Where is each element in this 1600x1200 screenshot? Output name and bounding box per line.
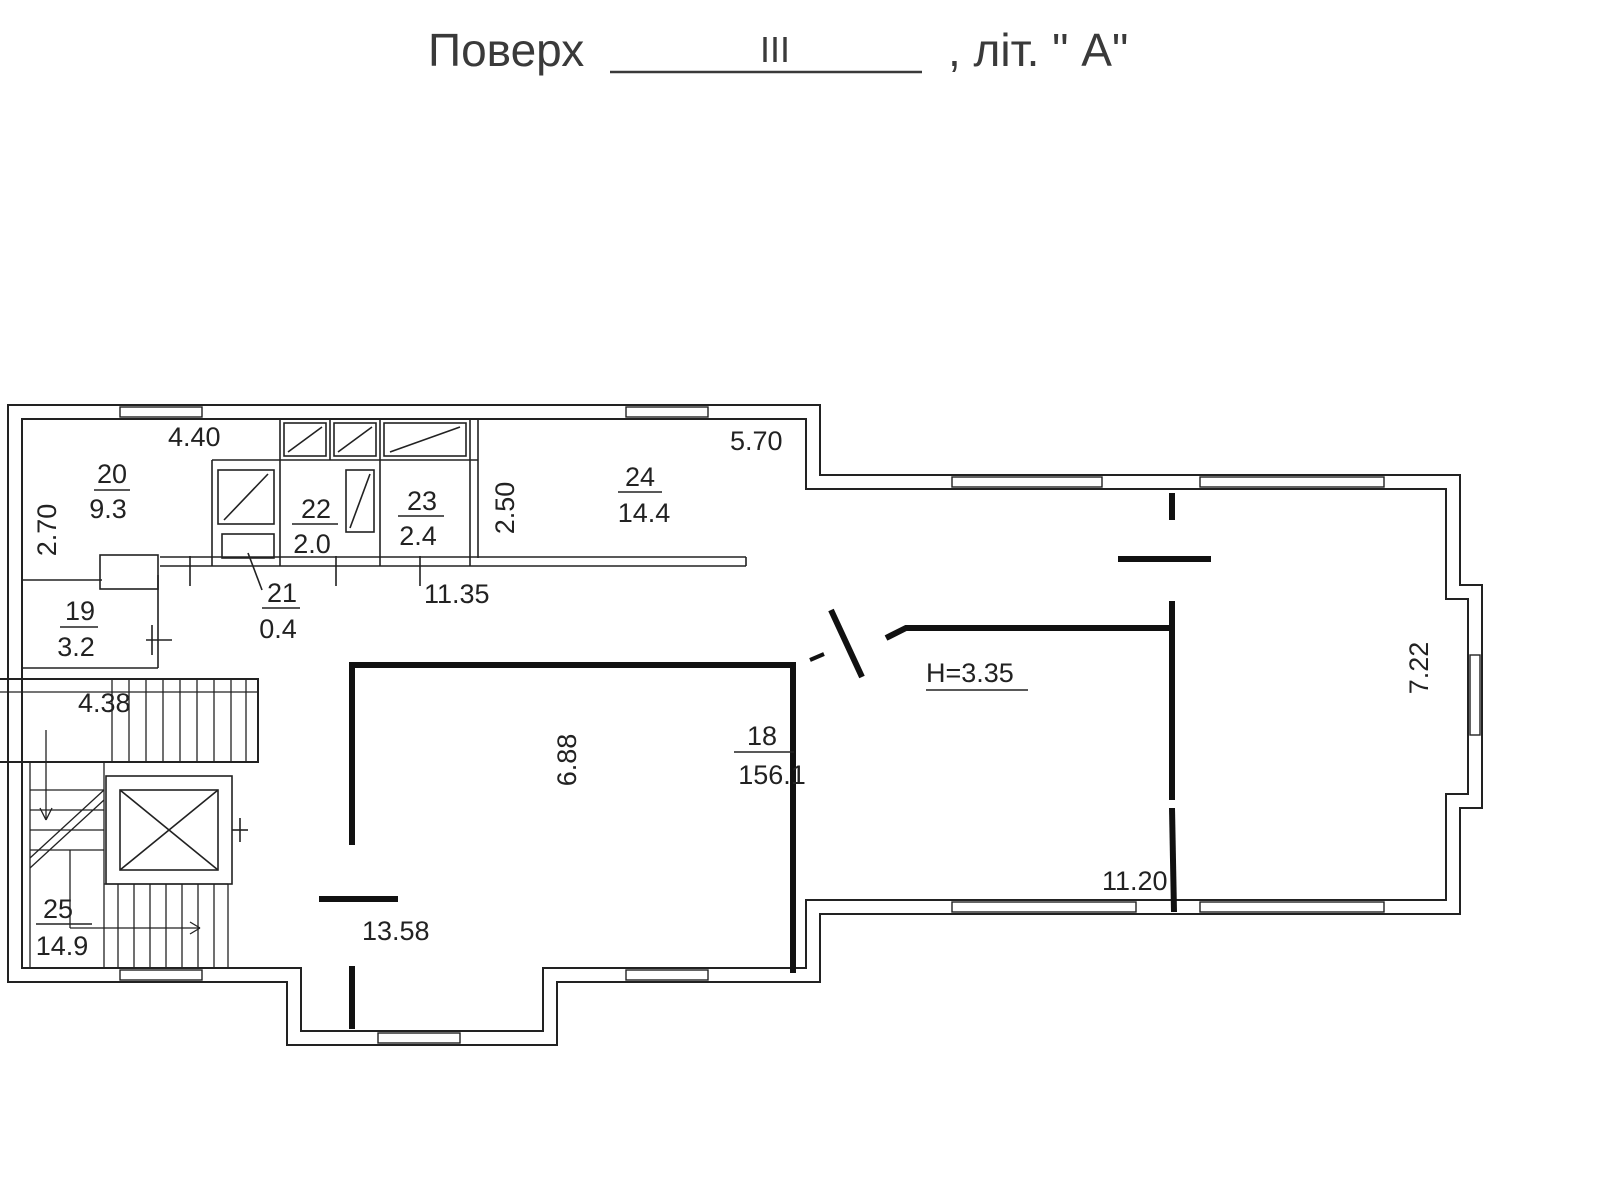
dimension-2-70: 2.70 [32,504,62,557]
floor-number: III [760,29,790,70]
room-20-number: 20 [97,459,127,489]
room-labels: 20 9.3 19 3.2 21 0.4 22 2.0 23 2.4 24 14… [36,459,806,961]
dimension-labels: 4.40 5.70 2.70 2.50 11.35 4.38 6.88 7.22… [32,422,1434,946]
room-22-area: 2.0 [293,529,331,559]
elevator-cabin [119,789,219,871]
room-24-number: 24 [625,462,655,492]
outer-wall-outer [7,404,1483,1046]
window [625,969,709,981]
room-24-area: 14.4 [618,498,671,528]
room-23-number: 23 [407,486,437,516]
ceiling-height-label: H=3.35 [926,658,1014,688]
window [625,406,709,418]
room-22-number: 22 [301,494,331,524]
staircase [0,678,259,968]
dimension-13-58: 13.58 [362,916,430,946]
room-18-number: 18 [747,721,777,751]
window [377,1032,461,1044]
room-21-area: 0.4 [259,614,297,644]
dimension-11-35: 11.35 [424,579,490,609]
room-20-area: 9.3 [89,494,127,524]
window [1199,901,1385,913]
dimension-4-40: 4.40 [168,422,221,452]
dimension-2-50: 2.50 [490,482,520,535]
outer-wall-inner [21,418,1469,1032]
room-25-number: 25 [43,894,73,924]
window [119,406,203,418]
window [119,969,203,981]
dimension-6-88: 6.88 [552,734,582,787]
building-letter: , літ. " А" [948,24,1128,76]
window [1199,476,1385,488]
room-19-area: 3.2 [57,632,95,662]
window [951,476,1103,488]
room-18-area: 156.1 [738,760,806,790]
floor-heading-label: Поверх [428,24,584,76]
interior-walls [22,419,747,669]
room-25-area: 14.9 [36,931,89,961]
dimension-7-22: 7.22 [1404,642,1434,695]
room-21-number: 21 [267,578,297,608]
room-23-area: 2.4 [399,521,437,551]
window [951,901,1137,913]
new-partitions [319,493,1211,1029]
dimension-5-70: 5.70 [730,426,783,456]
room-19-number: 19 [65,596,95,626]
windows [119,406,1481,1044]
window [1469,654,1481,736]
dimension-4-38: 4.38 [78,688,131,718]
dimension-11-20: 11.20 [1102,866,1168,896]
